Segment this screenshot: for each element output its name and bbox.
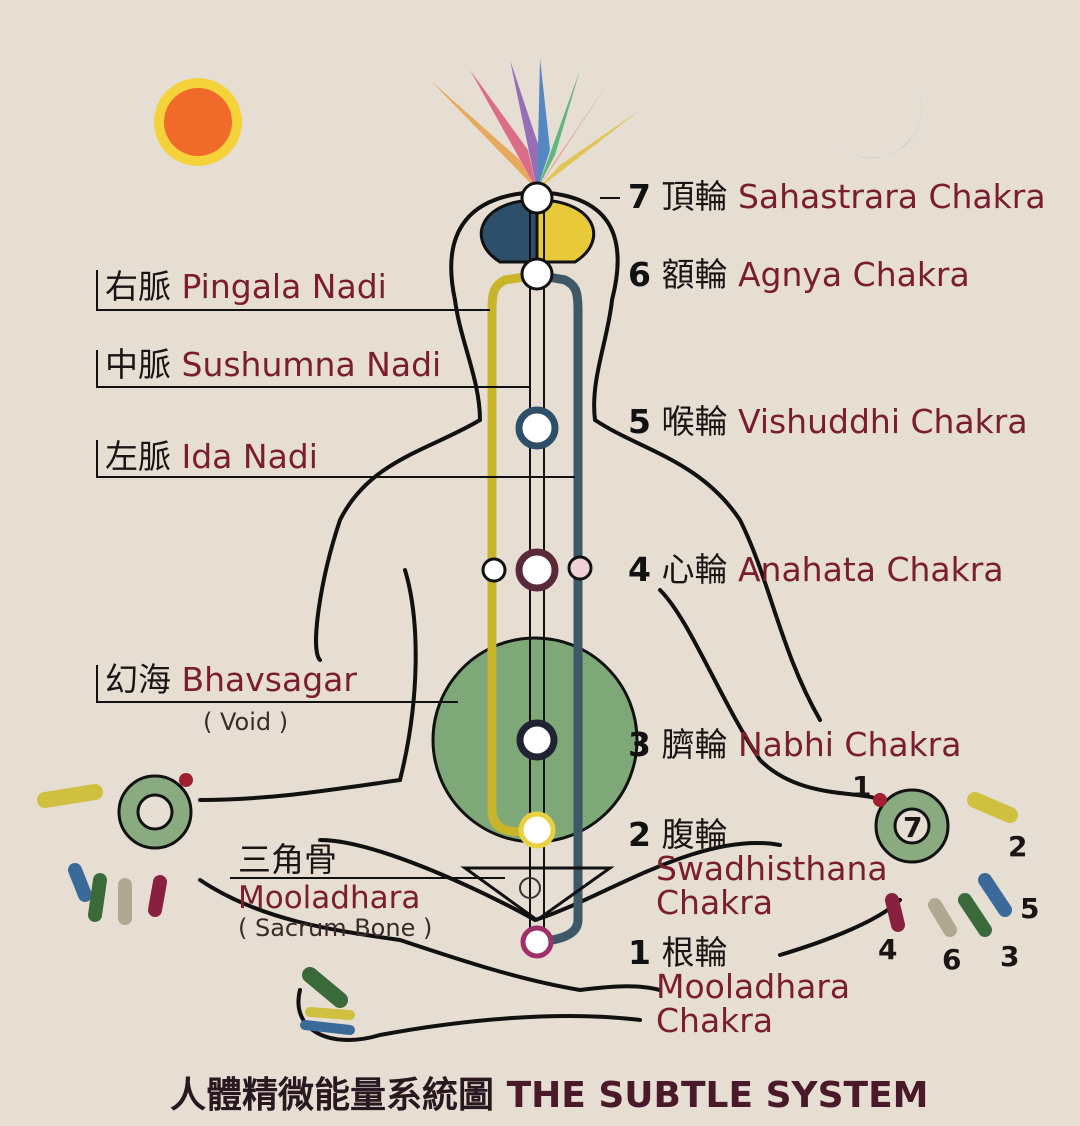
chakra-en: Mooladhara (656, 967, 851, 1006)
sacrum-triangle (460, 866, 615, 922)
chakra-4 (515, 548, 559, 592)
hand-number: 4 (878, 933, 898, 966)
nadi-cn: 中脈 (105, 345, 171, 384)
kundalini-spiral (519, 877, 541, 899)
chakra-cn: 喉輪 (661, 402, 728, 441)
nadi-en: Sushumna Nadi (181, 345, 442, 384)
chakra-en: Nabhi Chakra (737, 725, 962, 764)
sacrum-cn-label: 三角骨 (238, 840, 337, 879)
chakra-points (481, 181, 593, 959)
title-cn: 人體精微能量系統圖 (170, 1075, 495, 1116)
nadi-label-ida: 左脈 Ida Nadi (105, 440, 318, 473)
sacrum-sub-label: ( Sacrum Bone ) (238, 914, 433, 942)
chakra-en: Swadhisthana (656, 849, 888, 888)
nadi-label-pingala: 右脈 Pingala Nadi (105, 270, 387, 303)
chakra-5 (515, 406, 559, 450)
hand-number: 1 (852, 770, 872, 803)
chakra-label-4: 4 心輪 Anahata Chakra (628, 553, 1004, 586)
chakra-cn: 臍輪 (661, 725, 728, 764)
leader-lines (96, 197, 620, 879)
chakra-cn: 頂輪 (661, 177, 728, 216)
chakra-6 (520, 257, 554, 291)
hand-number: 3 (1000, 940, 1020, 973)
nadi-cn: 右脈 (105, 267, 171, 306)
chakra-3 (516, 719, 558, 761)
chakra-en: Chakra (656, 883, 774, 922)
chakra-number: 4 (628, 550, 651, 589)
chakra-number: 5 (628, 402, 651, 441)
chakra-cn: 心輪 (661, 550, 728, 589)
chakra-7 (520, 181, 554, 215)
nadi-cn: 左脈 (105, 437, 171, 476)
right-hand (873, 788, 1018, 937)
chakra-label-5: 5 喉輪 Vishuddhi Chakra (628, 405, 1028, 438)
chakra-number: 2 (628, 815, 651, 854)
chakra-cn: 腹輪 (661, 815, 728, 854)
left-hand (37, 773, 193, 925)
ida-nadi-channel (536, 270, 583, 947)
chakra-4-right (567, 555, 593, 581)
chakra-cn: 根輪 (661, 933, 728, 972)
chakra-label-6: 6 額輪 Agnya Chakra (628, 258, 970, 291)
void-en: Bhavsagar (181, 660, 357, 699)
chakra-number: 6 (628, 255, 651, 294)
nadi-en: Pingala Nadi (181, 267, 387, 306)
foot (300, 967, 355, 1035)
sacrum-en-label: Mooladhara (238, 880, 421, 916)
void-cn: 幻海 (105, 660, 171, 699)
title-en: THE SUBTLE SYSTEM (506, 1075, 929, 1116)
hand-number: 7 (903, 811, 923, 844)
left-hemisphere (479, 198, 539, 264)
lotus-flame-icon (430, 58, 640, 190)
chakra-en: Agnya Chakra (737, 255, 970, 294)
chakra-number: 3 (628, 725, 651, 764)
void-sub-label: ( Void ) (203, 708, 289, 736)
chakra-number: 1 (628, 933, 651, 972)
chakra-4-left (481, 557, 507, 583)
sun-icon (154, 78, 242, 166)
chakra-number: 7 (628, 177, 651, 216)
chakra-cn: 額輪 (661, 255, 728, 294)
hand-number: 5 (1020, 892, 1040, 925)
chakra-label-7: 7 頂輪 Sahastrara Chakra (628, 180, 1046, 213)
diagram-title: 人體精微能量系統圖 THE SUBTLE SYSTEM (170, 1066, 929, 1118)
crescent-moon-icon (828, 82, 922, 158)
chakra-1 (520, 925, 554, 959)
chakra-en: Chakra (656, 1001, 774, 1040)
hand-number: 6 (942, 943, 962, 976)
chakra-en: Vishuddhi Chakra (737, 402, 1028, 441)
chakra-en: Anahata Chakra (737, 550, 1004, 589)
hand-number: 2 (1008, 830, 1028, 863)
chakra-2 (518, 811, 556, 849)
void-label: 幻海 Bhavsagar (105, 663, 357, 696)
nadi-en: Ida Nadi (181, 437, 318, 476)
chakra-en: Sahastrara Chakra (737, 177, 1046, 216)
right-hemisphere (535, 198, 596, 264)
chakra-label-3: 3 臍輪 Nabhi Chakra (628, 728, 961, 761)
nadi-label-sushumna: 中脈 Sushumna Nadi (105, 348, 441, 381)
